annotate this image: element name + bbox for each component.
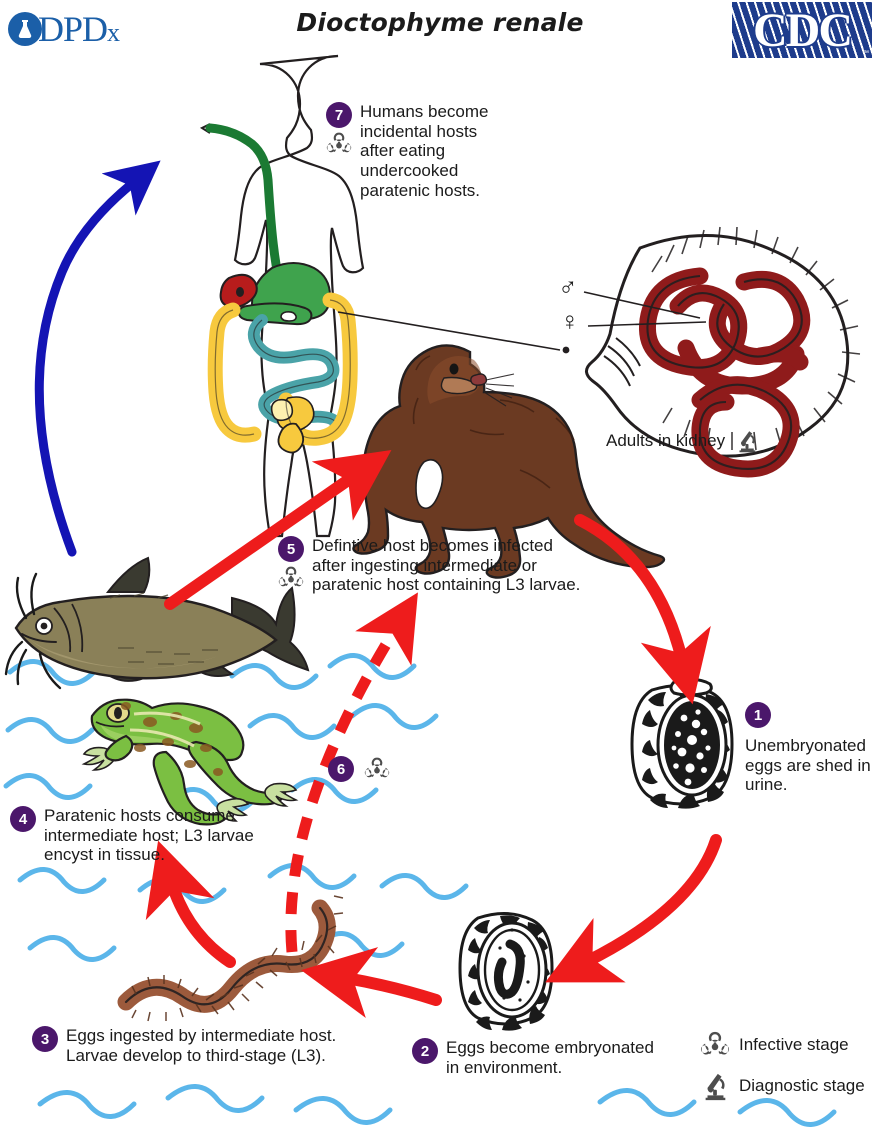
step-7-text: Humans become incidental hosts after eat… <box>360 102 489 200</box>
embryonated-egg <box>458 912 554 1031</box>
dpdx-wordmark: DPDx <box>38 9 120 49</box>
step-1-text: Unembryonated eggs are shed in urine. <box>745 736 871 795</box>
page-title: Dioctophyme renale <box>296 8 584 37</box>
cdc-logo-text: CDC <box>753 3 853 57</box>
step-badge-3: 3 <box>32 1026 58 1052</box>
catfish-paratenic-host <box>4 556 310 690</box>
step-badge-7: 7 <box>326 102 352 128</box>
microscope-icon <box>739 431 756 453</box>
step-badge-5: 5 <box>278 536 304 562</box>
kidney-with-adult-worms <box>583 226 861 478</box>
dpdx-flask-icon <box>8 12 42 46</box>
callout-step-2: 2 Eggs become embryonated in environment… <box>412 1038 654 1077</box>
legend-item-diagnostic: Diagnostic stage <box>700 1070 865 1102</box>
arrow-fish-to-human <box>34 160 161 557</box>
female-symbol-label: ♀ <box>560 306 580 336</box>
callout-step-4: 4 Paratenic hosts consume intermediate h… <box>10 806 254 865</box>
legend-label-diagnostic: Diagnostic stage <box>739 1076 865 1095</box>
callout-step-3: 3 Eggs ingested by intermediate host. La… <box>32 1026 336 1065</box>
step-3-text: Eggs ingested by intermediate host. Larv… <box>66 1026 337 1065</box>
adults-in-kidney-text: Adults in kidney <box>606 431 726 450</box>
step-5-text: Defintive host becomes infected after in… <box>312 536 581 595</box>
callout-step-5: 5 Defintive host becomes infected after … <box>278 536 580 595</box>
legend-item-infective: Infective stage <box>700 1030 865 1060</box>
cdc-logo: CDC ™ <box>732 2 872 58</box>
human-to-mink-pointer <box>337 311 561 351</box>
arrow-fish-to-mink <box>164 449 392 610</box>
microscope-icon <box>705 1073 726 1101</box>
callout-step-1: 1 Unembryonated eggs are shed in urine. <box>745 702 871 795</box>
step-badge-4: 4 <box>10 806 36 832</box>
step-badge-2: 2 <box>412 1038 438 1064</box>
biohazard-icon <box>364 757 390 778</box>
step-2-text: Eggs become embryonated in environment. <box>446 1038 654 1077</box>
frog-paratenic-host <box>81 698 299 826</box>
oligochaete-intermediate-host <box>117 895 344 1022</box>
biohazard-icon <box>278 566 304 587</box>
legend-label-infective: Infective stage <box>739 1035 849 1054</box>
callout-step-7: 7 Humans become incidental hosts after e… <box>326 102 489 201</box>
arrow-mink-to-egg <box>574 514 711 705</box>
unembryonated-egg <box>630 677 734 809</box>
cdc-logo-stripes <box>732 2 872 58</box>
cdc-trademark: ™ <box>862 50 869 57</box>
biohazard-icon <box>326 132 352 153</box>
biohazard-icon <box>700 1031 730 1055</box>
legend: Infective stage Diagnostic stage <box>700 1030 865 1102</box>
arrow-embryonated-egg-to-worm <box>301 947 442 1018</box>
step-badge-6: 6 <box>328 756 354 782</box>
arrow-worm-to-mink-dashed <box>285 592 418 953</box>
arrow-egg-to-embryonated-egg <box>545 834 722 983</box>
adults-in-kidney-label: Adults in kidney <box>606 428 759 454</box>
human-host-figure <box>199 54 365 538</box>
step-badge-1: 1 <box>745 702 771 728</box>
dpdx-logo: DPDx <box>8 6 188 52</box>
callout-step-6: 6 <box>328 756 390 782</box>
step-4-text: Paratenic hosts consume intermediate hos… <box>44 806 254 865</box>
arrow-worm-to-paratenic-host <box>145 840 236 968</box>
male-symbol-label: ♂ <box>558 272 578 302</box>
